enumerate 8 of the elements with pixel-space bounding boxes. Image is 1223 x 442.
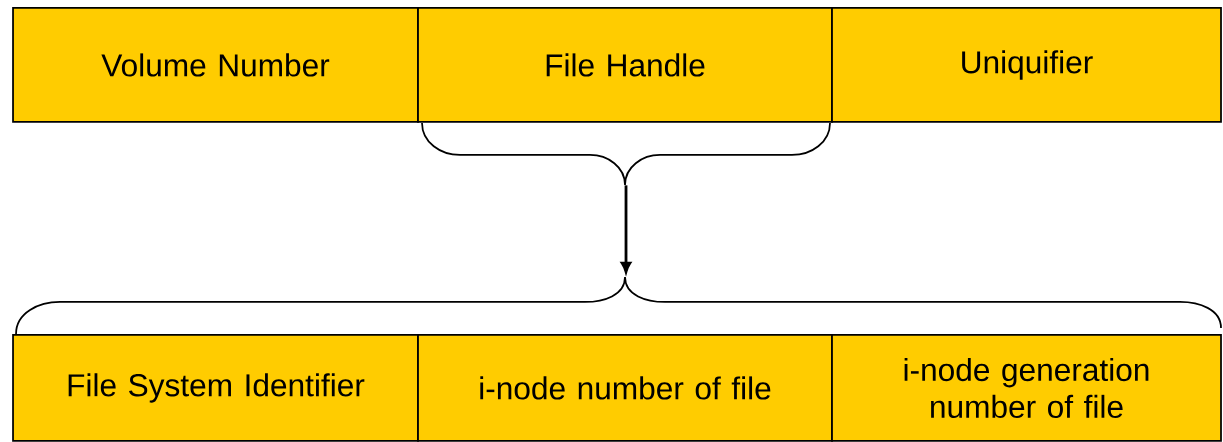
field-box: i-node number of file xyxy=(417,334,833,442)
field-box: File System Identifier xyxy=(12,334,419,442)
field-box: i-node generation number of file xyxy=(831,334,1222,442)
field-box: Uniquifier xyxy=(831,7,1222,123)
field-box: File Handle xyxy=(417,7,833,123)
field-box: Volume Number xyxy=(12,7,419,123)
brace xyxy=(15,276,1222,335)
brace xyxy=(421,122,831,186)
